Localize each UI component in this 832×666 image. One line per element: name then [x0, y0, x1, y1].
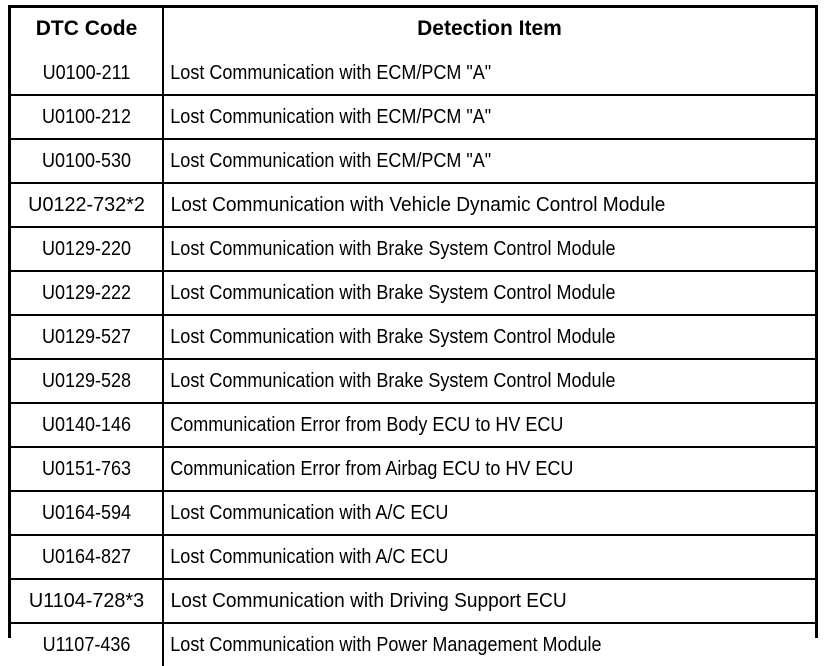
dtc-code-value: U0129-220	[41, 238, 132, 260]
cell-dtc-code: U0129-527	[11, 315, 164, 360]
cell-dtc-code: U0100-530	[11, 139, 164, 184]
detection-item-value: Lost Communication with A/C ECU	[170, 502, 449, 524]
table-row: U0100-211 Lost Communication with ECM/PCM…	[11, 52, 815, 96]
cell-dtc-code: U0100-211	[11, 52, 164, 96]
table-row: U0129-222 Lost Communication with Brake S…	[11, 271, 815, 316]
cell-dtc-code: U1107-436	[11, 623, 164, 666]
table-row: U1107-436 Lost Communication with Power M…	[11, 623, 815, 666]
table-header-row: DTC Code Detection Item	[11, 8, 815, 52]
dtc-code-value: U0164-827	[41, 546, 132, 568]
table-row: U0140-146 Communication Error from Body E…	[11, 403, 815, 448]
column-header-detection-item: Detection Item	[163, 8, 815, 52]
column-header-detection-item-label: Detection Item	[417, 17, 562, 40]
table-header: DTC Code Detection Item	[11, 8, 815, 52]
cell-dtc-code: U0164-594	[11, 491, 164, 536]
cell-detection-item: Lost Communication with Brake System Con…	[163, 315, 815, 360]
detection-item-value: Lost Communication with ECM/PCM "A"	[170, 106, 492, 128]
detection-item-value: Lost Communication with ECM/PCM "A"	[170, 62, 492, 84]
detection-item-value: Lost Communication with ECM/PCM "A"	[170, 150, 492, 172]
dtc-code-value: U0151-763	[41, 458, 132, 480]
cell-dtc-code: U0164-827	[11, 535, 164, 580]
dtc-code-value: U0129-528	[41, 370, 132, 392]
cell-detection-item: Lost Communication with A/C ECU	[163, 535, 815, 580]
detection-item-value: Lost Communication with Vehicle Dynamic …	[170, 194, 666, 216]
cell-detection-item: Lost Communication with Brake System Con…	[163, 359, 815, 404]
detection-item-value: Lost Communication with Brake System Con…	[170, 282, 616, 304]
dtc-code-value: U0140-146	[41, 414, 132, 436]
detection-item-value: Lost Communication with A/C ECU	[170, 546, 449, 568]
cell-detection-item: Lost Communication with Vehicle Dynamic …	[163, 183, 815, 228]
cell-detection-item: Lost Communication with Brake System Con…	[163, 271, 815, 316]
detection-item-value: Lost Communication with Brake System Con…	[170, 238, 616, 260]
cell-dtc-code: U0129-222	[11, 271, 164, 316]
cell-dtc-code: U0129-528	[11, 359, 164, 404]
cell-dtc-code: U0122-732*2	[11, 183, 164, 228]
table-row: U0129-528 Lost Communication with Brake S…	[11, 359, 815, 404]
dtc-code-value: U0129-222	[41, 282, 132, 304]
cell-detection-item: Lost Communication with Brake System Con…	[163, 227, 815, 272]
detection-item-value: Lost Communication with Driving Support …	[170, 590, 567, 612]
cell-dtc-code: U0151-763	[11, 447, 164, 492]
dtc-code-value: U1107-436	[42, 634, 131, 656]
column-header-dtc-code: DTC Code	[11, 8, 164, 52]
table-row: U0129-527 Lost Communication with Brake S…	[11, 315, 815, 360]
table-row: U0100-530 Lost Communication with ECM/PCM…	[11, 139, 815, 184]
cell-detection-item: Lost Communication with Power Management…	[163, 623, 815, 666]
table-row: U0151-763 Communication Error from Airbag…	[11, 447, 815, 492]
dtc-code-value: U0100-212	[41, 106, 132, 128]
dtc-code-value: U1104-728*3	[28, 590, 145, 612]
dtc-code-value: U0129-527	[41, 326, 132, 348]
column-header-dtc-code-label: DTC Code	[35, 17, 138, 40]
cell-detection-item: Lost Communication with Driving Support …	[163, 579, 815, 624]
table-row: U0129-220 Lost Communication with Brake S…	[11, 227, 815, 272]
cell-detection-item: Lost Communication with ECM/PCM "A"	[163, 139, 815, 184]
detection-item-value: Lost Communication with Brake System Con…	[170, 370, 616, 392]
cell-detection-item: Communication Error from Airbag ECU to H…	[163, 447, 815, 492]
dtc-code-value: U0100-211	[42, 62, 131, 84]
detection-item-value: Lost Communication with Brake System Con…	[170, 326, 616, 348]
detection-item-value: Communication Error from Body ECU to HV …	[170, 414, 564, 436]
cell-detection-item: Lost Communication with ECM/PCM "A"	[163, 52, 815, 96]
cell-detection-item: Communication Error from Body ECU to HV …	[163, 403, 815, 448]
table-row: U0164-594 Lost Communication with A/C ECU	[11, 491, 815, 536]
cell-dtc-code: U0129-220	[11, 227, 164, 272]
detection-item-value: Communication Error from Airbag ECU to H…	[170, 458, 574, 480]
cell-detection-item: Lost Communication with ECM/PCM "A"	[163, 95, 815, 140]
table-row: U0100-212 Lost Communication with ECM/PCM…	[11, 95, 815, 140]
cell-detection-item: Lost Communication with A/C ECU	[163, 491, 815, 536]
dtc-code-value: U0100-530	[41, 150, 132, 172]
cell-dtc-code: U1104-728*3	[11, 579, 164, 624]
table-row: U0122-732*2 Lost Communication with Vehic…	[11, 183, 815, 228]
table-row: U1104-728*3 Lost Communication with Drivi…	[11, 579, 815, 624]
cell-dtc-code: U0100-212	[11, 95, 164, 140]
detection-item-value: Lost Communication with Power Management…	[170, 634, 602, 656]
dtc-code-value: U0164-594	[41, 502, 132, 524]
dtc-code-value: U0122-732*2	[28, 194, 145, 216]
cell-dtc-code: U0140-146	[11, 403, 164, 448]
table-row: U0164-827 Lost Communication with A/C ECU	[11, 535, 815, 580]
